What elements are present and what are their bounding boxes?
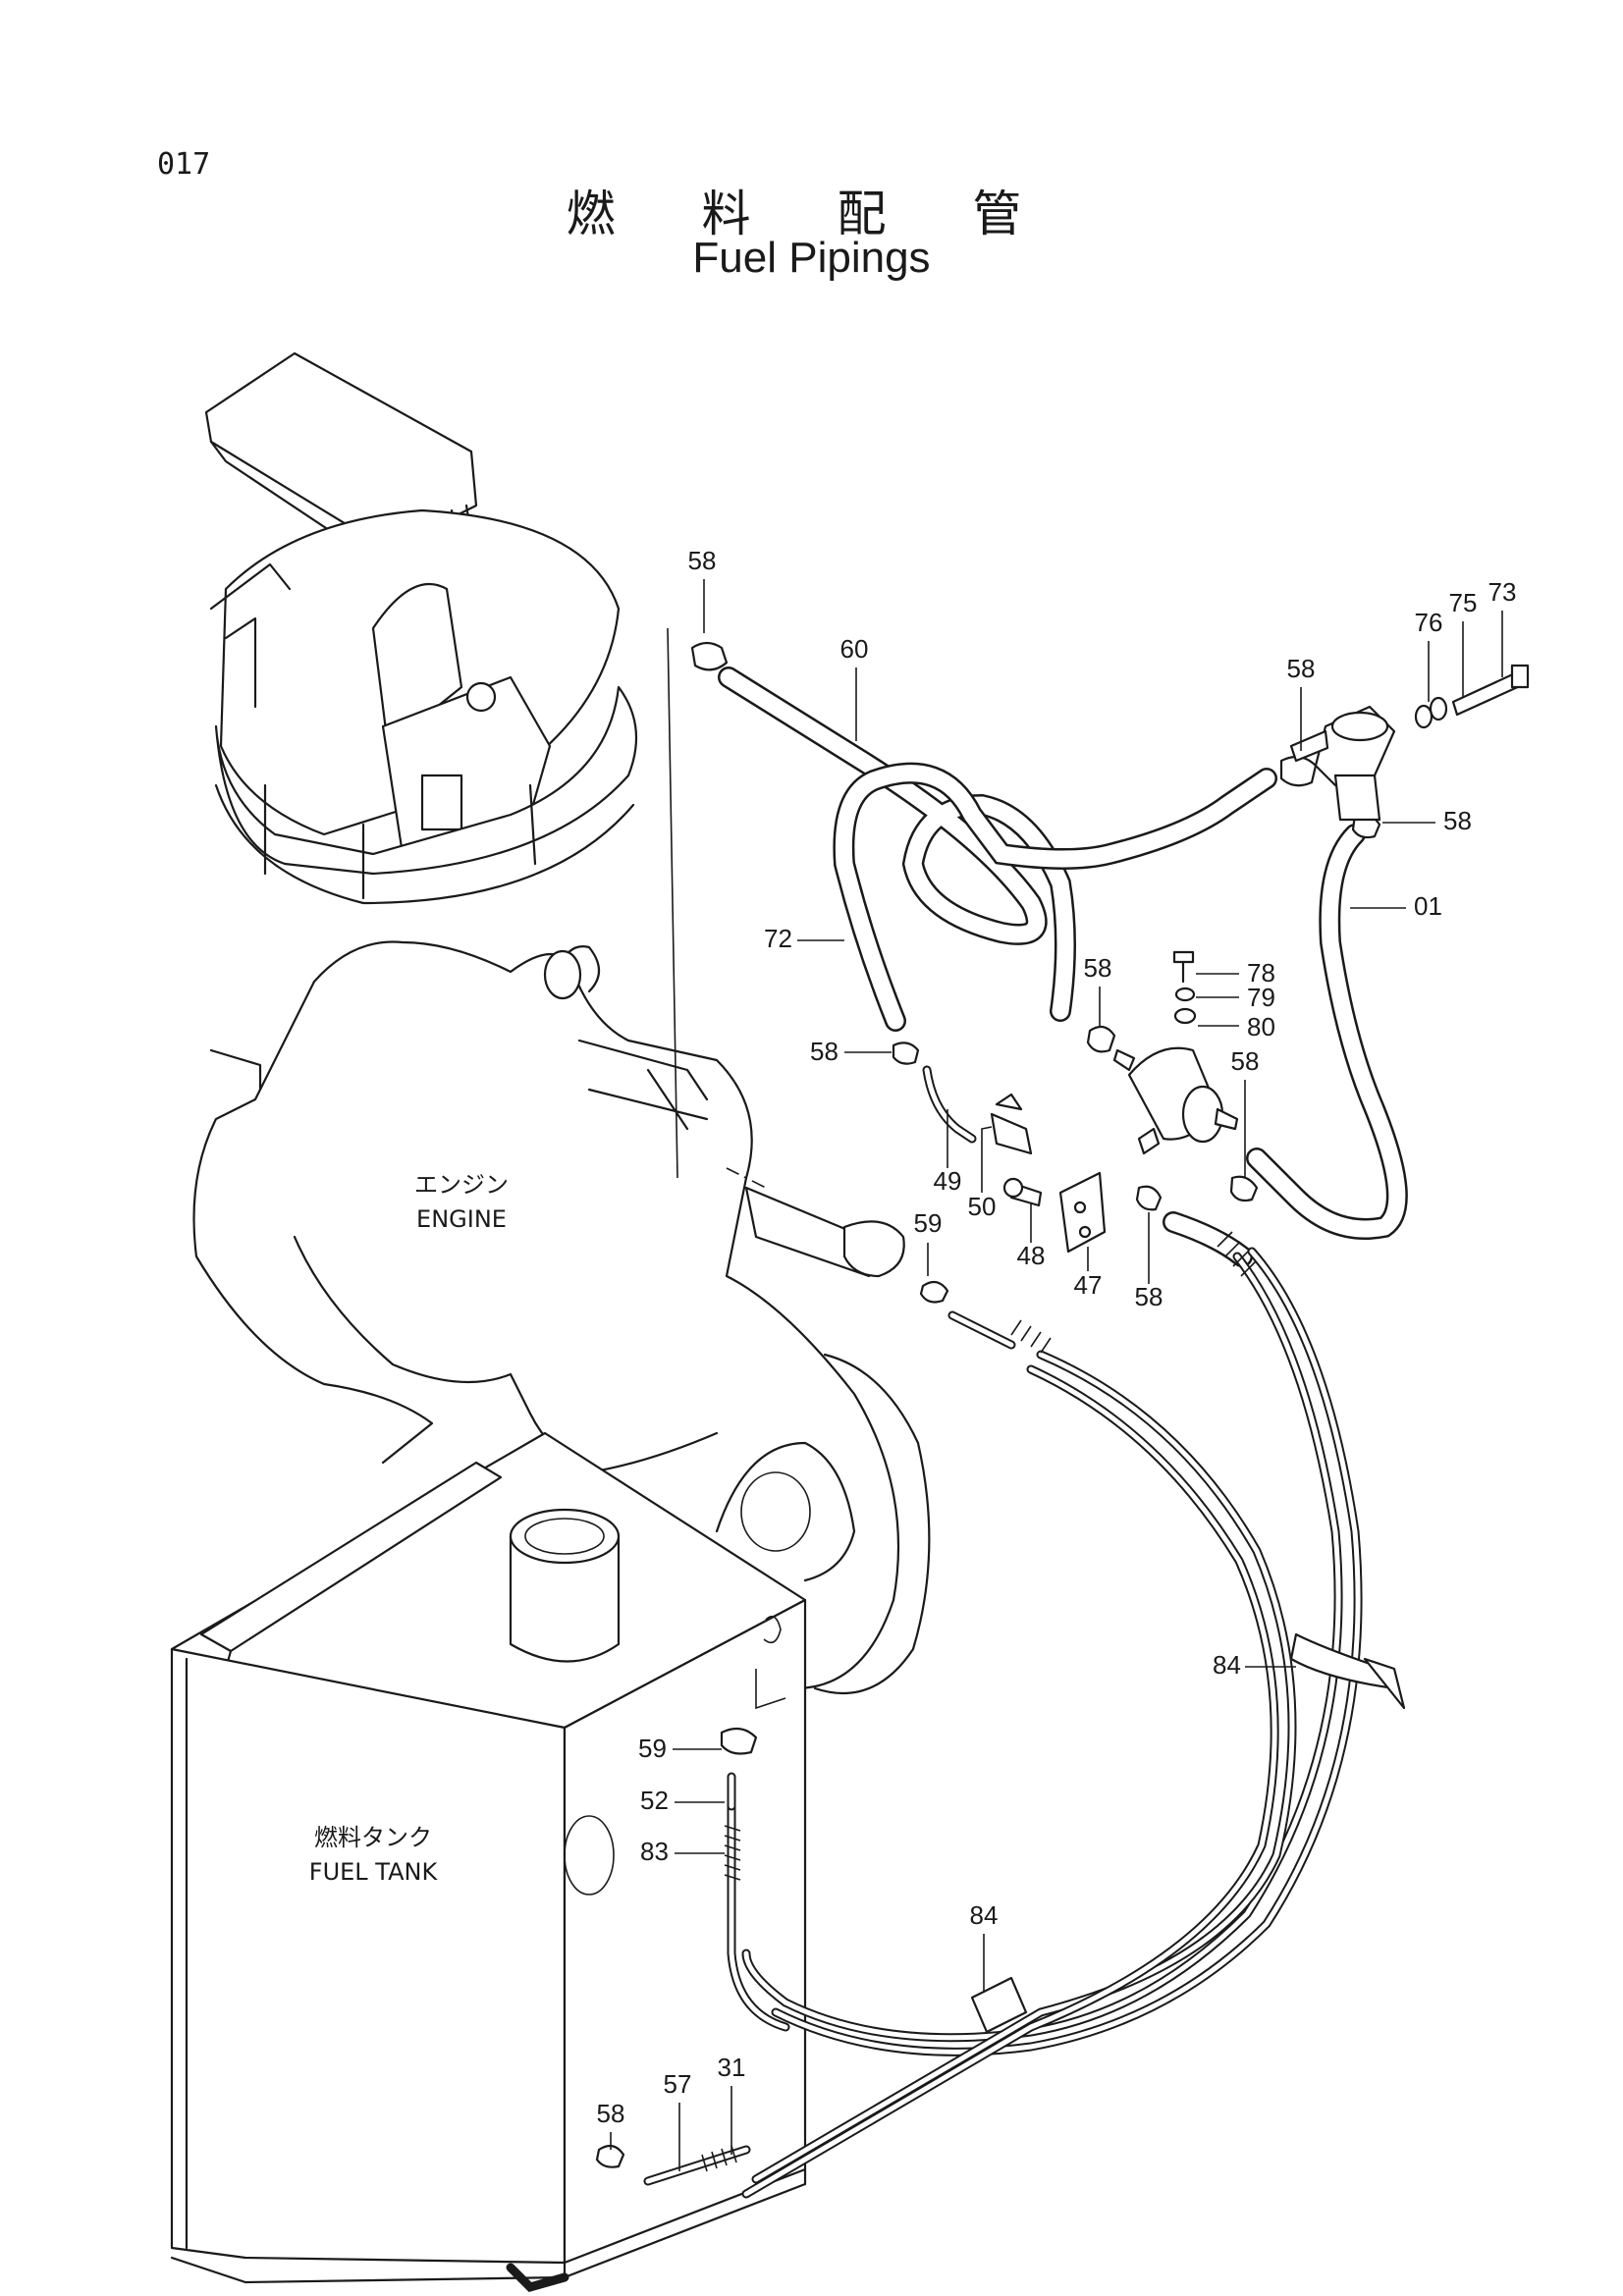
part-label: 59 (638, 1734, 667, 1763)
engine-label-en: ENGINE (416, 1205, 507, 1233)
part-label: 58 (810, 1037, 839, 1066)
part-label: 79 (1247, 983, 1275, 1012)
part-label: 48 (1017, 1241, 1046, 1270)
part-label: 80 (1247, 1012, 1275, 1041)
part-label: 49 (934, 1166, 962, 1196)
engine-label-jp: エンジン (414, 1171, 509, 1199)
part-label: 75 (1449, 588, 1478, 617)
page-number: 017 (157, 147, 211, 182)
part-label: 58 (1231, 1046, 1260, 1076)
part-label: 58 (688, 546, 717, 575)
components (595, 641, 1530, 2168)
part-label: 84 (970, 1900, 999, 1930)
part-label: 59 (914, 1208, 943, 1238)
part-label: 78 (1247, 958, 1275, 988)
machine-illustration (204, 351, 678, 1179)
part-label: 57 (664, 2069, 692, 2099)
part-label: 76 (1415, 608, 1443, 637)
tank-label-en: FUEL TANK (309, 1858, 439, 1886)
part-label: 52 (640, 1786, 669, 1815)
part-label: 47 (1074, 1270, 1103, 1300)
part-label: 01 (1414, 891, 1442, 921)
part-label: 84 (1213, 1650, 1241, 1680)
tank-label-jp: 燃料タンク (314, 1824, 432, 1851)
part-label: 58 (1287, 654, 1316, 683)
part-label: 58 (1443, 806, 1472, 835)
fuel-tank-illustration (170, 1431, 807, 2293)
title-japanese: 燃 料 配 管 (566, 186, 1057, 242)
fuel-hoses (643, 667, 1408, 2199)
part-label: 60 (840, 634, 869, 664)
title-english: Fuel Pipings (692, 234, 931, 282)
part-label: 58 (1084, 953, 1112, 983)
part-label: 50 (968, 1192, 997, 1221)
part-callouts: 58 60 58 76 75 73 58 01 72 58 78 79 (597, 546, 1517, 2171)
part-label: 73 (1488, 577, 1517, 607)
part-label: 31 (718, 2053, 746, 2082)
part-label: 83 (640, 1837, 669, 1866)
part-label: 58 (1135, 1282, 1163, 1311)
part-label: 72 (764, 924, 792, 953)
part-label: 58 (597, 2099, 625, 2128)
engine-illustration (192, 940, 931, 1695)
